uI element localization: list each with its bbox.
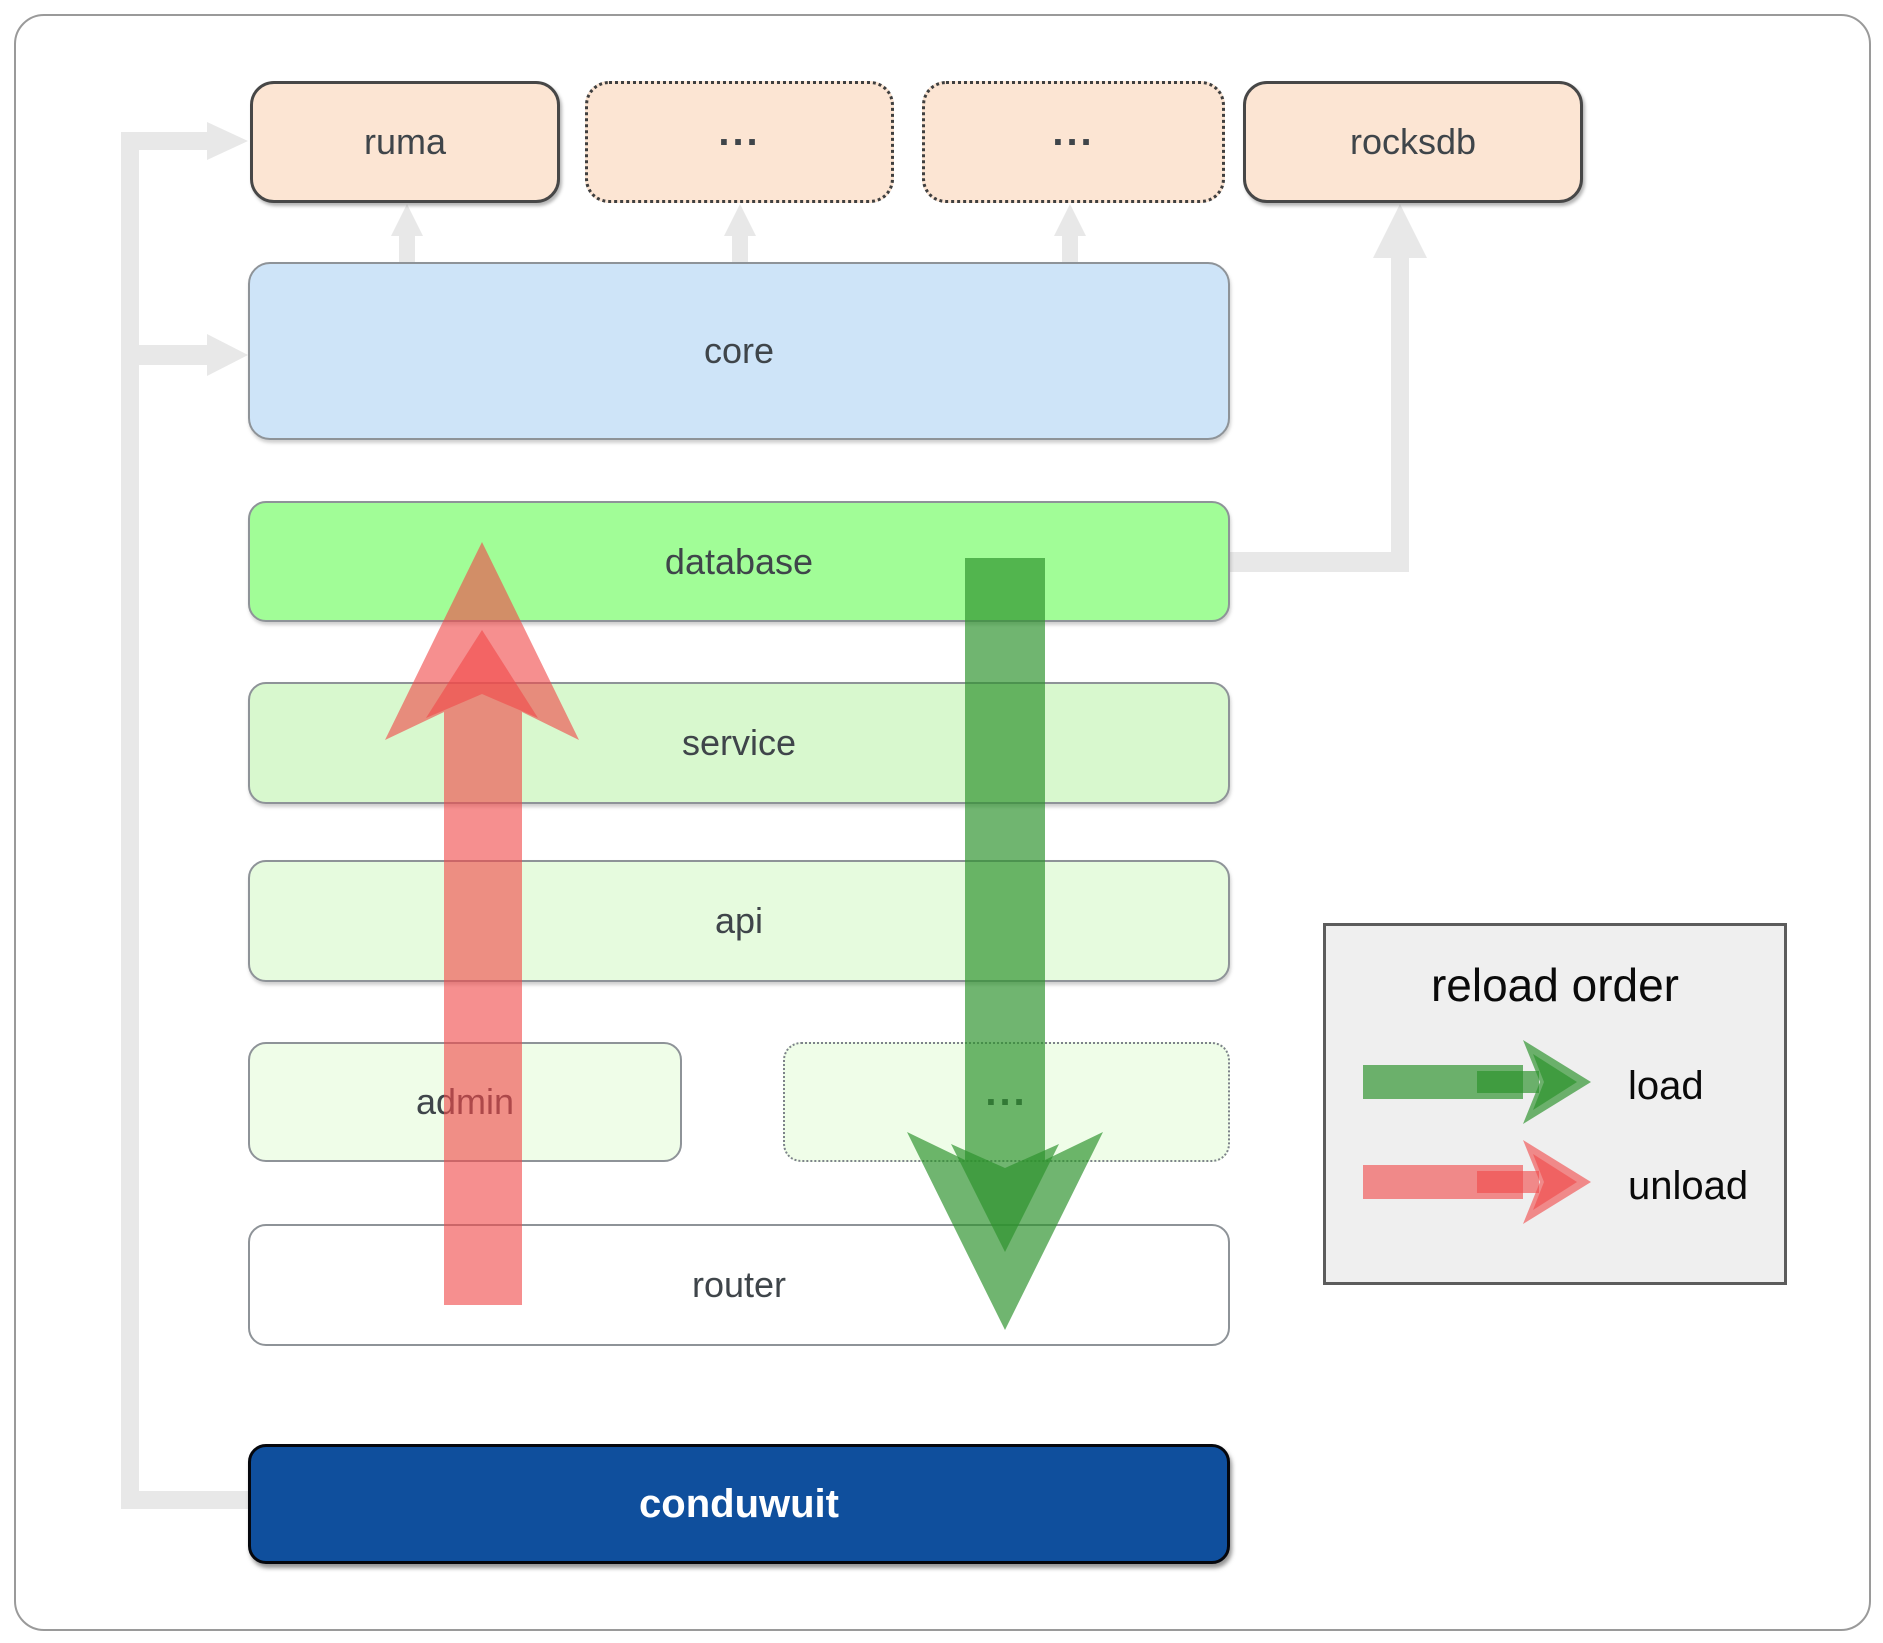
box-rocksdb-label: rocksdb (1349, 121, 1477, 162)
box-core-label: core (703, 330, 775, 371)
box-api-label: api (714, 900, 764, 941)
box-conduwuit-label: conduwuit (639, 1481, 839, 1526)
legend-unload-label: unload (1628, 1164, 1749, 1208)
box-service-label: service (681, 722, 797, 763)
diagram-outer-frame (14, 14, 1871, 1631)
box-extra-2-label: ... (1052, 109, 1095, 154)
box-extra-2: ... (922, 81, 1225, 203)
box-ruma: ruma (250, 81, 560, 203)
box-extra-1: ... (585, 81, 894, 203)
box-admin: admin (248, 1042, 682, 1162)
legend: reload order load unload (1323, 923, 1787, 1285)
box-core: core (248, 262, 1230, 440)
box-conduwuit: conduwuit (248, 1444, 1230, 1564)
box-admin-extra-label: ... (985, 1069, 1028, 1114)
box-database: database (248, 501, 1230, 622)
box-router: router (248, 1224, 1230, 1346)
box-admin-label: admin (415, 1081, 515, 1122)
box-service: service (248, 682, 1230, 804)
box-rocksdb: rocksdb (1243, 81, 1583, 203)
box-extra-1-label: ... (718, 109, 761, 154)
box-admin-extra: ... (783, 1042, 1230, 1162)
legend-load-label: load (1628, 1064, 1704, 1108)
box-ruma-label: ruma (363, 121, 447, 162)
box-api: api (248, 860, 1230, 982)
box-router-label: router (691, 1264, 787, 1305)
legend-title: reload order (1430, 959, 1680, 1011)
box-database-label: database (664, 540, 814, 582)
